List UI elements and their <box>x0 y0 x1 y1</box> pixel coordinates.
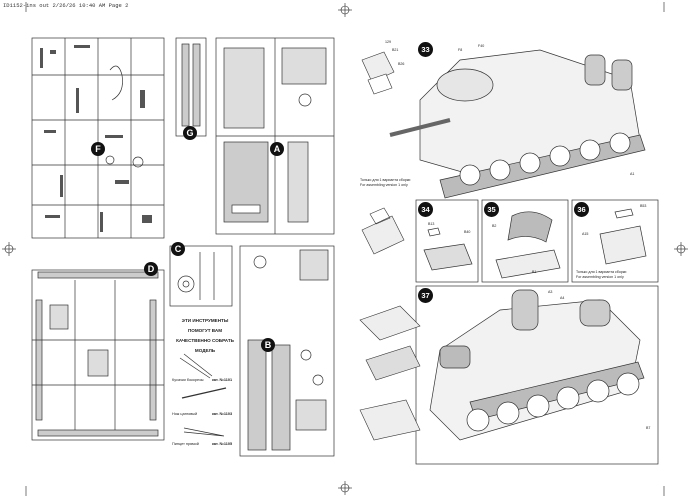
step-badge-36: 36 <box>574 202 589 217</box>
part-label: B21 <box>392 48 399 52</box>
tools-heading-2: ПОМОГУТ ВАМ <box>187 328 223 333</box>
tool-2-catalog: кат. №1103 <box>212 412 233 416</box>
tool-3-name: Пинцет прямой <box>172 442 199 446</box>
part-label: F40 <box>478 44 485 48</box>
tools-heading-3: КАЧЕСТВЕННО СОБРАТЬ <box>176 338 234 343</box>
sprue-g <box>175 37 207 137</box>
part-label: 129 <box>385 40 391 44</box>
step-badge-34: 34 <box>418 202 433 217</box>
sprue-badge-c: C <box>171 242 185 256</box>
part-label: B2 <box>492 224 497 228</box>
part-label: A4 <box>560 296 565 300</box>
tool-1-catalog: кат. №1101 <box>212 378 233 382</box>
tool-1-name: Кусачки бокорезы <box>172 378 204 382</box>
sprue-f-parts <box>40 45 152 232</box>
tools-heading-1: ЭТИ ИНСТРУМЕНТЫ <box>181 318 229 323</box>
assembly-note-en-1: For assembling version 1 only <box>360 183 408 187</box>
tool-3-catalog: кат. №1105 <box>212 442 233 446</box>
sprue-a <box>215 37 335 235</box>
sprue-badge-f: F <box>91 142 105 156</box>
sprue-b <box>239 245 335 457</box>
step-badge-35: 35 <box>484 202 499 217</box>
step-badge-37: 37 <box>418 288 433 303</box>
assembly-note-en-2: For assembling version 1 only <box>576 275 624 279</box>
step-33-subassembly <box>361 51 395 95</box>
sprue-badge-d: D <box>144 262 158 276</box>
tools-heading-4: МОДЕЛЬ <box>194 348 216 353</box>
tools-illustration <box>179 353 227 437</box>
part-label: B26 <box>398 62 405 66</box>
assembly-note-ru-2: Только для 1 варианта сборки <box>576 270 627 274</box>
sprue-d <box>31 269 165 441</box>
part-label: A15 <box>582 232 589 236</box>
step-badge-33: 33 <box>418 42 433 57</box>
tool-2-name: Нож цанговый <box>172 412 198 416</box>
step-37-detail <box>359 305 421 441</box>
step-33-side-assembly <box>361 207 405 255</box>
sprue-badge-g: G <box>183 126 197 140</box>
sprue-f <box>31 37 165 239</box>
part-label: B40 <box>464 230 471 234</box>
part-label: F8 <box>458 48 463 52</box>
part-label: A3 <box>548 290 553 294</box>
part-label: B1 <box>532 270 537 274</box>
sprue-badge-b: B <box>261 338 275 352</box>
print-header: ID1152-ins out 2/26/26 10:40 AM Page 2 <box>3 2 129 9</box>
part-label: B7 <box>646 426 651 430</box>
part-label: B53 <box>640 204 647 208</box>
assembly-note-ru-1: Только для 1 варианта сборки <box>360 178 411 182</box>
sprue-badge-a: A <box>270 142 284 156</box>
step-37-panel <box>415 285 659 465</box>
step-33-tank <box>389 49 646 199</box>
part-label: A1 <box>630 172 635 176</box>
sprue-c <box>169 245 233 307</box>
part-label: B13 <box>428 222 435 226</box>
tools-advert: ЭТИ ИНСТРУМЕНТЫ ПОМОГУТ ВАМ КАЧЕСТВЕННО … <box>170 314 240 454</box>
